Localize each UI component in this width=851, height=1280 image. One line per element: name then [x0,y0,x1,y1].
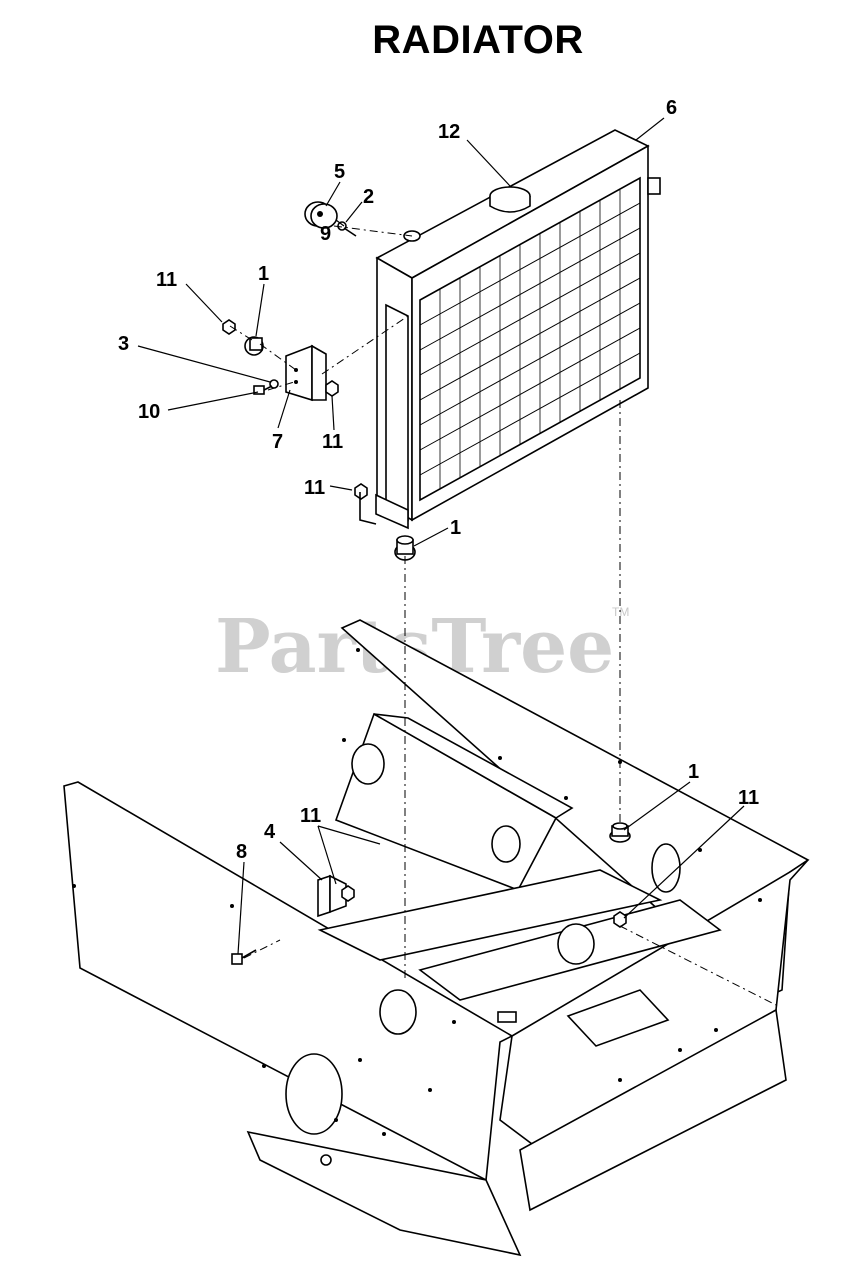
callout-11-frame: 11 [738,787,759,809]
watermark-trademark: TM [612,605,629,619]
callout-1-lower: 1 [688,761,699,783]
nut-part-11-lower [354,483,368,500]
callout-3: 3 [118,333,129,355]
washer-part-2 [337,221,357,237]
callout-9: 9 [320,223,331,245]
isolator-part-1-upper [244,336,264,356]
callout-11-bracket4: 11 [300,805,321,827]
callout-11-upper: 11 [156,269,177,291]
diagram-title: RADIATOR [372,18,584,62]
nut-part-11-bracket [325,380,339,397]
assembly-lines [229,145,779,1007]
callout-labels: 12 6 5 2 9 11 1 3 10 7 11 11 1 1 11 11 4… [118,97,759,863]
nut-part-11-bracket4 [341,885,355,902]
nut-part-11-upper [222,319,236,335]
callout-8: 8 [236,841,247,863]
callout-7: 7 [272,431,283,453]
bracket-part-7 [285,344,327,402]
callout-1-middle: 1 [450,517,461,539]
isolator-part-1-middle [394,535,416,561]
callout-10: 10 [138,401,160,423]
chassis-frame [63,619,810,1257]
callout-11-bracket: 11 [322,431,343,453]
mount-spacer-part-5 [304,201,338,229]
callout-5: 5 [334,161,345,183]
callout-11-lower: 11 [304,477,325,499]
bolt-part-10 [253,385,273,395]
callout-1-upper: 1 [258,263,269,285]
callout-2: 2 [363,186,374,208]
callout-6: 6 [666,97,677,119]
radiator-fins [419,202,641,476]
radiator-cap [489,186,531,213]
callout-12: 12 [438,121,460,143]
nut-part-11-frame [613,911,627,928]
isolator-part-1-lower [609,822,631,843]
bolt-part-8 [231,949,257,965]
callout-4: 4 [264,821,276,843]
leader-lines [137,117,745,955]
